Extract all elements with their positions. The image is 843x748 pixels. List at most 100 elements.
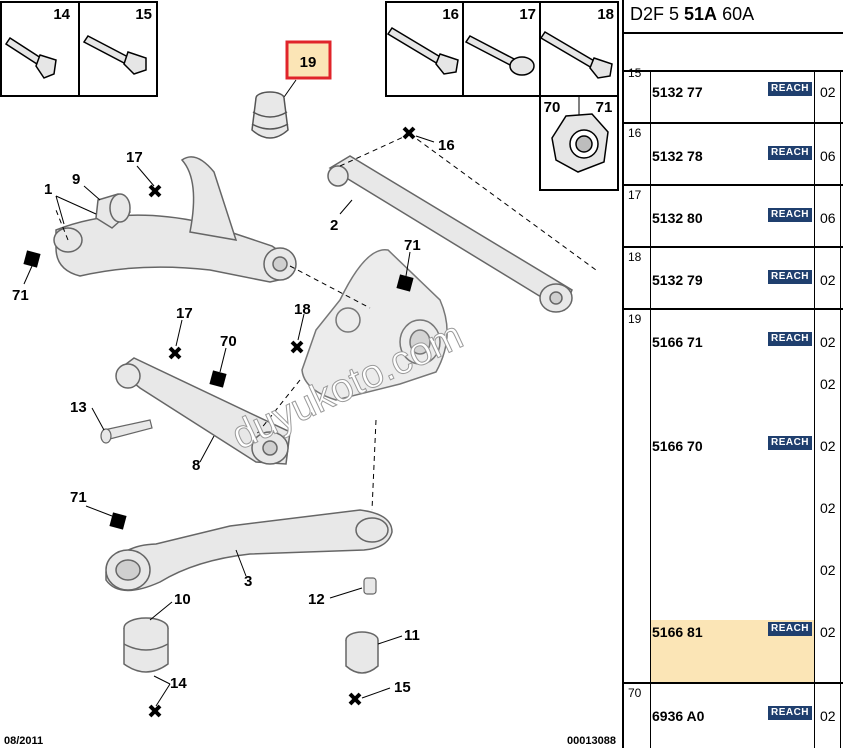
cross-marker-icon — [348, 692, 362, 706]
table-row[interactable]: 19 5166 71 REACH 02 02 5166 70 REACH 02 … — [624, 308, 843, 682]
nut-icon-70-71 — [551, 113, 609, 173]
callout-labels: 1 9 17 71 16 2 71 18 17 70 13 8 71 3 10 … — [12, 137, 455, 696]
thumb-label-71: 71 — [596, 99, 613, 116]
callout-14[interactable]: 14 — [170, 675, 187, 692]
thumb-label-18: 18 — [597, 6, 614, 23]
reach-badge[interactable]: REACH — [768, 208, 812, 222]
part-number[interactable]: 5132 79 — [652, 272, 703, 288]
part-number[interactable]: 5132 77 — [652, 84, 703, 100]
callout-9[interactable]: 9 — [72, 171, 80, 188]
adjuster-bolt-part[interactable] — [100, 419, 153, 444]
bolt-icon — [4, 36, 57, 79]
cross-marker-icon — [290, 340, 304, 354]
selected-ref-label: 19 — [300, 54, 317, 71]
callout-16[interactable]: 16 — [438, 137, 455, 154]
table-row[interactable]: 15 5132 77 REACH 02 — [624, 66, 843, 122]
callout-1[interactable]: 1 — [44, 181, 52, 198]
callout-15[interactable]: 15 — [394, 679, 411, 696]
part-number[interactable]: 5166 81 — [652, 624, 703, 640]
part-qty: 02 — [820, 562, 836, 578]
callout-17[interactable]: 17 — [126, 149, 143, 166]
table-row[interactable]: 16 5132 78 REACH 06 — [624, 122, 843, 184]
callout-18[interactable]: 18 — [294, 301, 311, 318]
bush-part-9[interactable] — [95, 193, 131, 229]
pin-part-12[interactable] — [363, 577, 377, 595]
lateral-link-part[interactable] — [327, 155, 573, 313]
reach-badge[interactable]: REACH — [768, 82, 812, 96]
part-qty: 06 — [820, 210, 836, 226]
callout-70[interactable]: 70 — [220, 333, 237, 350]
thumb-box-15[interactable] — [78, 1, 158, 97]
bush-part-11[interactable] — [345, 631, 379, 674]
leader-lines — [23, 135, 435, 707]
reach-badge[interactable]: REACH — [768, 270, 812, 284]
lower-arm-part[interactable] — [105, 509, 393, 592]
bush-part-10[interactable] — [123, 617, 169, 673]
part-number[interactable]: 5132 78 — [652, 148, 703, 164]
callout-10[interactable]: 10 — [174, 591, 191, 608]
square-marker-icon — [396, 274, 414, 292]
diagram-canvas: 14 15 16 17 18 70 71 — [0, 1, 619, 747]
reach-badge[interactable]: REACH — [768, 332, 812, 346]
square-marker-icon — [209, 370, 227, 388]
toe-link-part[interactable] — [115, 357, 291, 465]
table-row[interactable]: 70 6936 A0 REACH 02 — [624, 682, 843, 748]
callout-71[interactable]: 71 — [404, 237, 421, 254]
callout-12[interactable]: 12 — [308, 591, 325, 608]
callout-17[interactable]: 17 — [176, 305, 193, 322]
thumb-label-17: 17 — [519, 6, 536, 23]
thumb-label-70: 70 — [544, 99, 561, 116]
square-marker-icon — [109, 512, 127, 530]
flanged-bolt-icon-17 — [464, 35, 535, 76]
part-number[interactable]: 6936 A0 — [652, 708, 705, 724]
header-suffix: 60A — [717, 4, 755, 24]
reach-badge[interactable]: REACH — [768, 706, 812, 720]
row-ref: 17 — [628, 188, 642, 202]
cross-marker-icon — [148, 184, 162, 198]
upper-arm-part[interactable] — [53, 156, 297, 283]
table-row[interactable]: 17 5132 80 REACH 06 — [624, 184, 843, 246]
bump-stop-part[interactable] — [251, 91, 289, 139]
part-qty: 06 — [820, 148, 836, 164]
footer-code: 00013088 — [567, 735, 616, 747]
thumb-label-15: 15 — [135, 6, 152, 23]
long-bolt-icon-16 — [386, 26, 459, 75]
callout-71[interactable]: 71 — [12, 287, 29, 304]
exploded-parts-diagram: 14 15 16 17 18 70 71 — [0, 1, 619, 747]
screw-icon — [82, 35, 147, 75]
part-number[interactable]: 5166 71 — [652, 334, 703, 350]
cross-markers — [148, 126, 416, 718]
table-row[interactable]: 18 5132 79 REACH 02 — [624, 246, 843, 308]
cross-marker-icon — [402, 126, 416, 140]
square-marker-icon — [23, 250, 41, 268]
callout-71[interactable]: 71 — [70, 489, 87, 506]
assembly-lines — [55, 133, 597, 511]
header-prefix: D2F 5 — [630, 4, 685, 24]
part-qty: 02 — [820, 272, 836, 288]
part-qty: 02 — [820, 334, 836, 350]
row-ref: 15 — [628, 66, 642, 80]
part-qty: 02 — [820, 376, 836, 392]
thumb-label-16: 16 — [442, 6, 459, 23]
part-qty: 02 — [820, 500, 836, 516]
part-qty: 02 — [820, 438, 836, 454]
reach-badge[interactable]: REACH — [768, 436, 812, 450]
callout-2[interactable]: 2 — [330, 217, 338, 234]
part-qty: 02 — [820, 84, 836, 100]
reach-badge[interactable]: REACH — [768, 146, 812, 160]
callout-8[interactable]: 8 — [192, 457, 200, 474]
part-number[interactable]: 5166 70 — [652, 438, 703, 454]
cross-marker-icon — [148, 704, 162, 718]
selected-ref-box[interactable] — [285, 40, 332, 80]
part-qty: 02 — [820, 708, 836, 724]
reach-badge[interactable]: REACH — [768, 622, 812, 636]
part-qty: 02 — [820, 624, 836, 640]
bolt-icon-18 — [539, 30, 613, 79]
callout-13[interactable]: 13 — [70, 399, 87, 416]
footer-date: 08/2011 — [4, 735, 43, 747]
part-number[interactable]: 5132 80 — [652, 210, 703, 226]
callout-3[interactable]: 3 — [244, 573, 252, 590]
callout-11[interactable]: 11 — [404, 627, 420, 644]
thumb-label-14: 14 — [53, 6, 70, 23]
row-ref: 16 — [628, 126, 642, 140]
